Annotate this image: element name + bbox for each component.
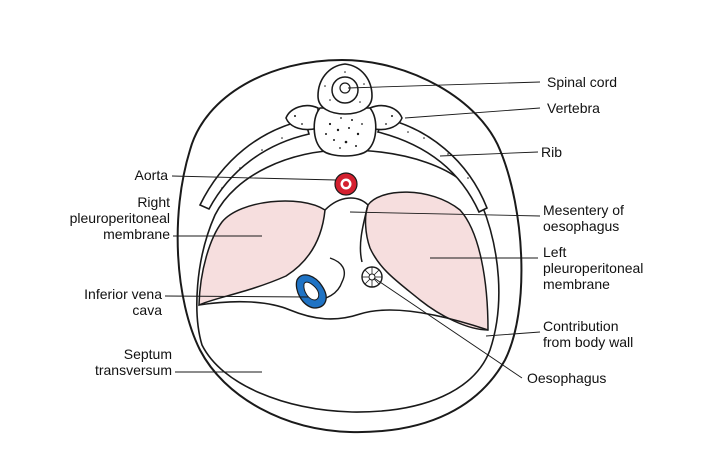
leader-lines [164, 81, 541, 379]
label-rib: Rib [541, 144, 563, 160]
spinal-cord [331, 76, 359, 104]
vertebra-body [313, 107, 377, 157]
ivc-lumen [303, 281, 320, 301]
label-left-pleuroperitoneal-membrane: Left pleuroperitoneal membrane [543, 244, 644, 292]
oesophagus-folds [362, 267, 382, 287]
rib-texture [221, 131, 469, 189]
leader-body-wall [485, 331, 541, 337]
body-wall-outer [176, 58, 523, 434]
label-vertebra: Vertebra [547, 100, 600, 116]
right-pleuroperitoneal-membrane [198, 200, 326, 307]
leader-spinal-cord [347, 81, 541, 89]
label-contribution-from-body-wall: Contribution from body wall [543, 318, 634, 350]
rib-right [198, 119, 311, 211]
mesentery-outline [324, 197, 369, 263]
leader-ivc [164, 295, 309, 298]
label-septum-transversum: Septum transversum [94, 346, 172, 378]
label-aorta: Aorta [134, 167, 168, 183]
label-mesentery-of-oesophagus: Mesentery of oesophagus [543, 202, 624, 234]
leader-vertebra [404, 107, 541, 119]
leader-rib [439, 151, 539, 157]
label-right-pleuroperitoneal-membrane: Right pleuroperitoneal membrane [69, 194, 170, 242]
leader-aorta [171, 175, 337, 181]
transverse-process-left [369, 104, 403, 131]
left-pleuroperitoneal-membrane [364, 191, 489, 331]
aorta-inner [343, 181, 349, 187]
transverse-process-right [285, 104, 319, 131]
label-oesophagus: Oesophagus [527, 370, 607, 386]
leader-mesentery [349, 211, 541, 217]
leader-oesophagus [373, 277, 523, 379]
label-spinal-cord: Spinal cord [547, 74, 618, 90]
vertebra-texture [294, 71, 393, 149]
label-inferior-vena-cava: Inferior vena cava [84, 286, 162, 318]
